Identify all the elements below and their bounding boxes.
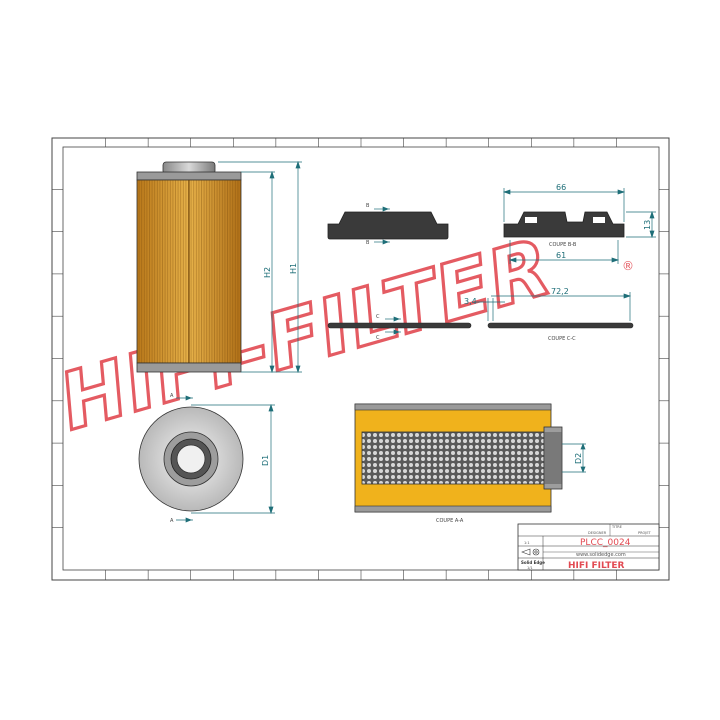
title-scale: 1:1 [524, 541, 530, 545]
cap-body [327, 211, 449, 240]
end-bore [176, 444, 206, 474]
dim-cap-height: 13 [643, 220, 652, 230]
title-part-number: PLCC_0024 [580, 538, 631, 548]
section-marker-a-bottom: A [170, 518, 174, 524]
dim-oring-thickness: 3,4 [464, 297, 477, 306]
title-logo: Solid Edge [521, 560, 545, 565]
cap-section-body [503, 211, 625, 238]
oring-view: C C [327, 314, 472, 341]
section-label-cc: COUPE C-C [548, 336, 576, 342]
title-small-label-1: DESIGNER [588, 531, 607, 535]
title-website: www.solidedge.com [576, 552, 626, 558]
projection-icon [521, 548, 540, 556]
cap-view: B B [327, 203, 449, 246]
title-block: DESIGNER TITRE PROJET PLCC_0024 www.soli… [517, 523, 660, 571]
dim-h1: H1 [289, 263, 298, 274]
watermark-mark: ® [622, 259, 634, 273]
oring-body [327, 322, 472, 329]
title-sheet: 1/1 [527, 566, 533, 570]
end-view: D1 A A [138, 393, 275, 524]
cap-section-view: 66 61 13 COUPE B-B [502, 183, 656, 264]
section-label-aa: COUPE A-A [436, 518, 464, 524]
section-label-bb: COUPE B-B [549, 242, 577, 248]
top-endcap [136, 171, 242, 181]
title-small-label-3: PROJET [638, 531, 652, 535]
frame-ticks [52, 138, 669, 580]
oring-section-body [487, 322, 634, 329]
section-aa-view: D2 COUPE A-A [354, 403, 586, 524]
title-brand: HIFI FILTER [568, 561, 625, 571]
dim-h2: H2 [263, 267, 272, 278]
dim-cap-width: 66 [556, 183, 566, 192]
bottom-endcap [136, 362, 242, 373]
section-marker-c-top: C [376, 314, 380, 320]
dim-d2: D2 [574, 453, 583, 464]
dim-oring-diameter: 72,2 [551, 287, 569, 296]
section-marker-a-top: A [170, 393, 174, 399]
oring-section-view: 3,4 72,2 COUPE C-C [464, 287, 634, 342]
front-view: H2 H1 [136, 160, 302, 374]
perforated-core [361, 431, 545, 485]
dim-cap-inner: 61 [556, 251, 566, 260]
dim-d1: D1 [261, 455, 270, 466]
section-marker-b-top: B [366, 203, 370, 209]
section-marker-c-bottom: C [376, 335, 380, 341]
section-marker-b-bottom: B [366, 240, 370, 246]
title-small-label-2: TITRE [611, 525, 622, 529]
